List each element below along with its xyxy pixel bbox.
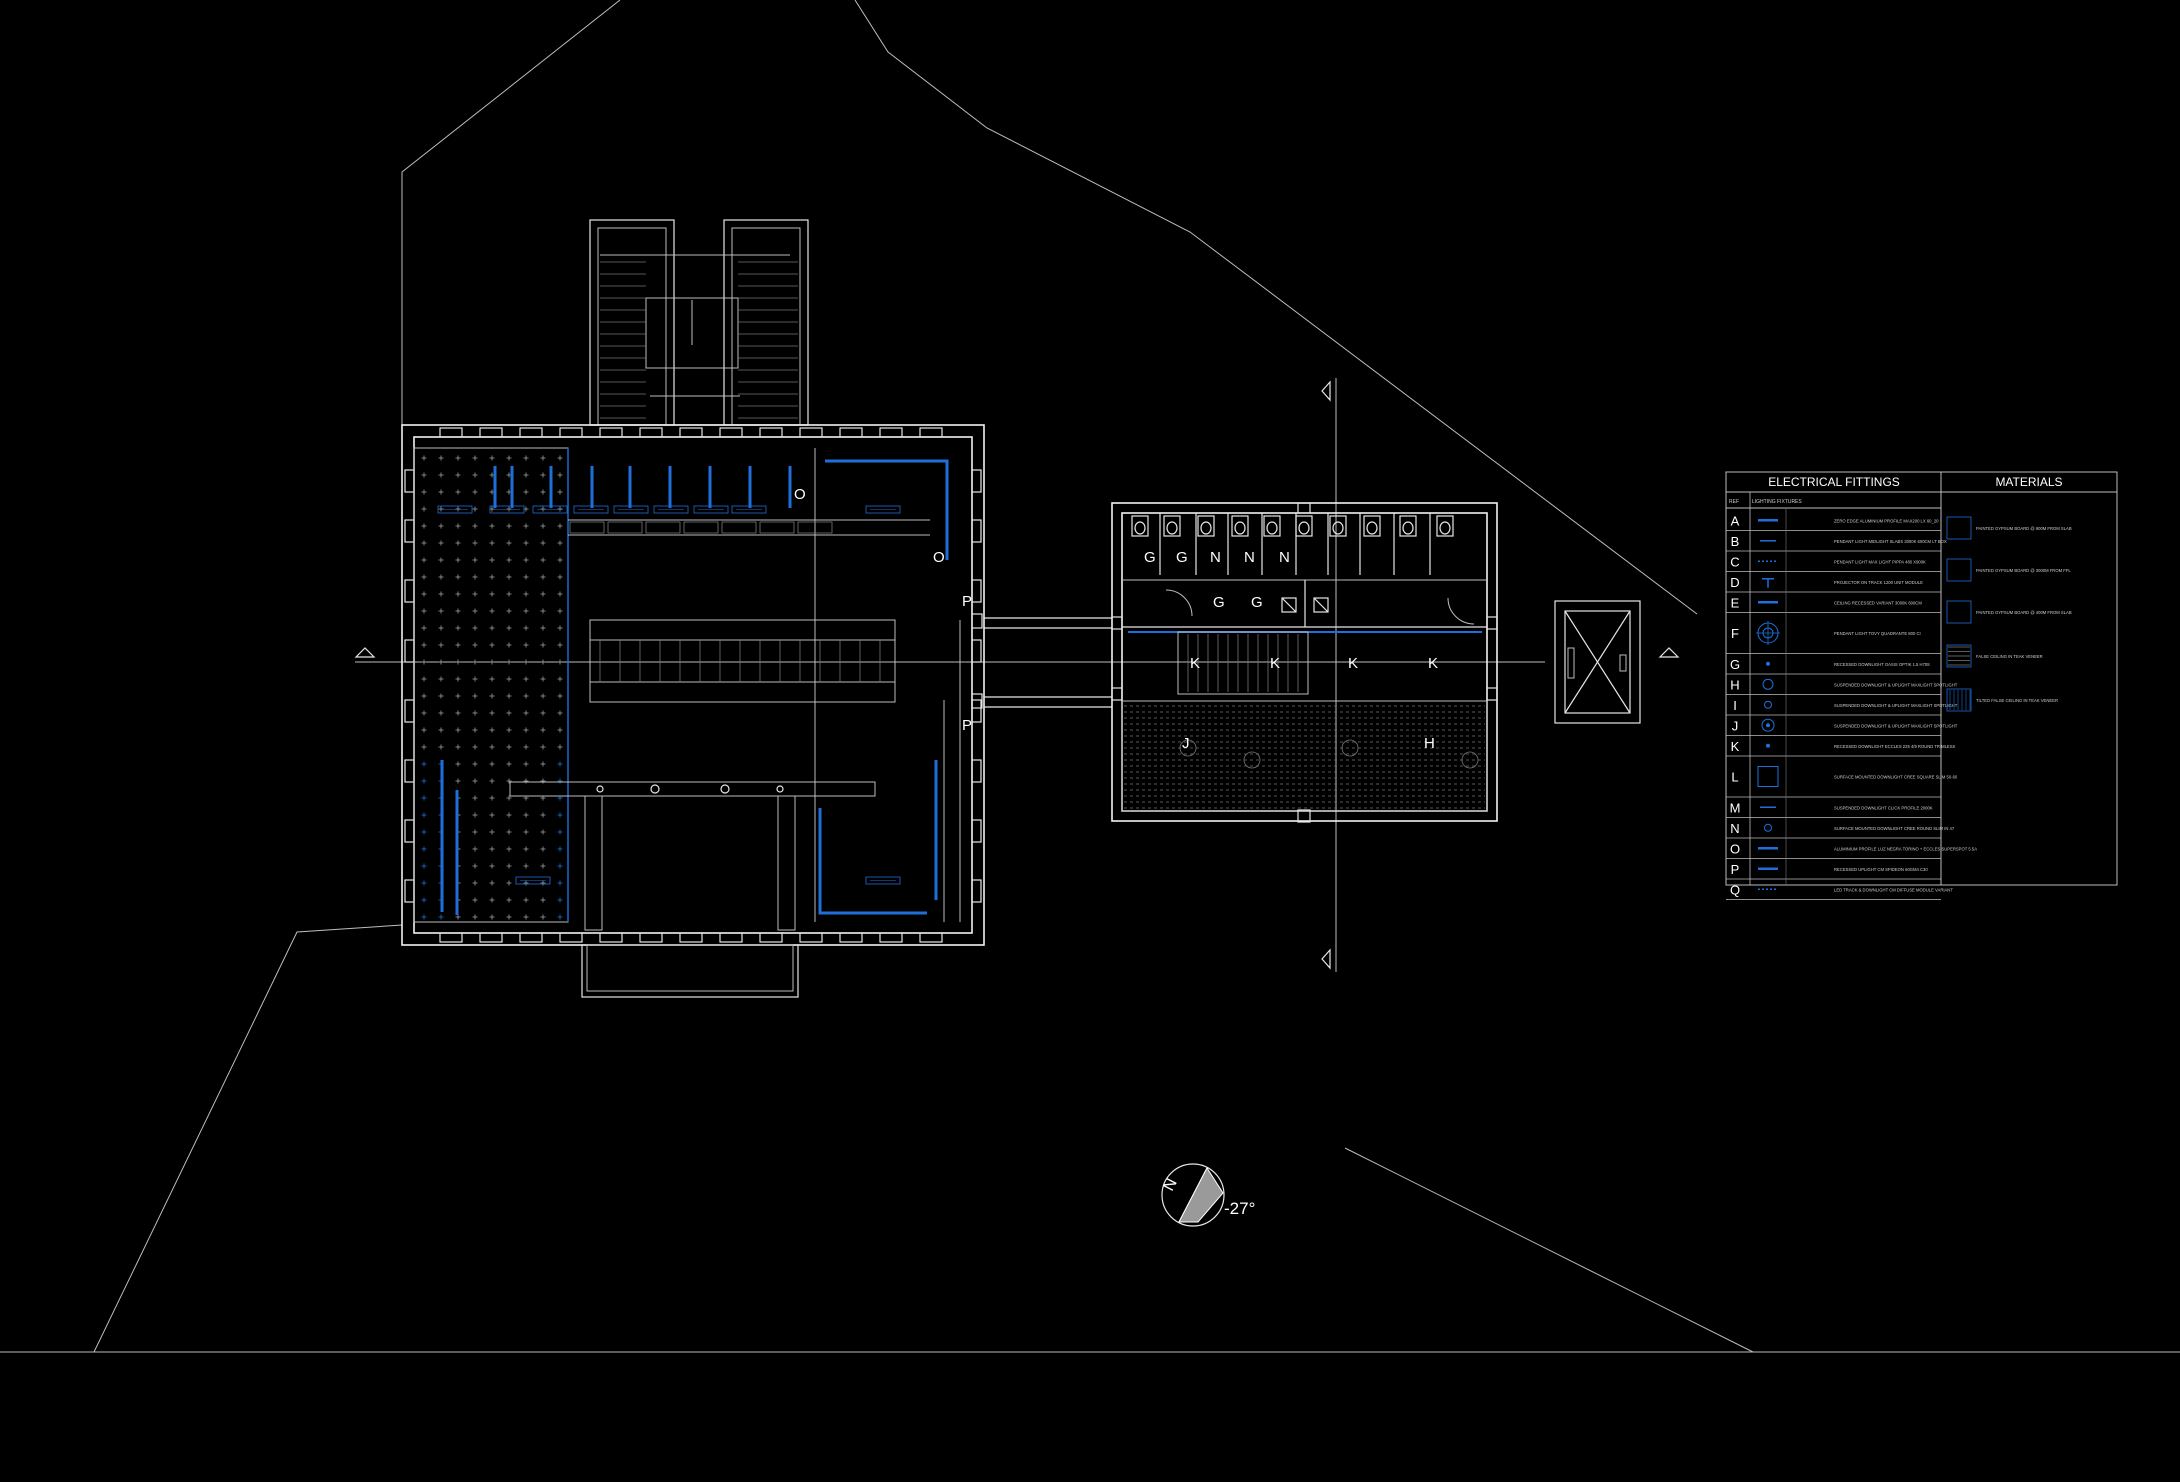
label-k-3: K: [1348, 655, 1358, 672]
north-arrow-circle: [1161, 1163, 1225, 1227]
label-k-1: K: [1190, 655, 1200, 672]
legend-ref-l: L: [1731, 770, 1738, 785]
main-building: [401, 424, 985, 998]
label-o-2: O: [933, 549, 945, 566]
fixture-reference-labels: P P O O G G N N N G G K K K K J H: [794, 486, 1438, 752]
legend-ref-header: REF: [1729, 499, 1739, 505]
label-p-1: P: [962, 593, 972, 610]
legend-symbol-k: [1766, 743, 1770, 748]
legend-desc-i: SUSPENDED DOWNLIGHT & UPLIGHT MAXLIGHT S…: [1834, 703, 1958, 708]
legend-lighting-header: LIGHTING FIXTURES: [1752, 499, 1802, 505]
legend-desc-h: SUSPENDED DOWNLIGHT & UPLIGHT MAXLIGHT S…: [1834, 682, 1958, 687]
label-g-1: G: [1144, 549, 1156, 566]
legend-symbol-n: [1764, 823, 1772, 832]
legend-symbol-j: [1761, 718, 1775, 732]
north-arrow-hatch: [1178, 1167, 1224, 1223]
label-j: J: [1182, 735, 1190, 752]
material-label-1: PAINTED GYPSUM BOARD @ 900M FROM SLAB: [1976, 526, 2072, 531]
label-n-1: N: [1210, 549, 1221, 566]
legend-desc-q: LED TRACK & DOWNLIGHT CM DIFFUSE MODULE …: [1834, 887, 1953, 892]
legend-ref-c: C: [1730, 554, 1739, 569]
material-label-5: TILTED FALSE CEILING IN TEAK VENEER: [1976, 698, 2058, 703]
legend-ref-a: A: [1731, 513, 1740, 528]
legend-ref-m: M: [1730, 800, 1741, 815]
legend-ref-o: O: [1730, 841, 1740, 856]
legend-electrical-title: ELECTRICAL FITTINGS: [1768, 475, 1900, 489]
legend-desc-p: RECESSED UPLIGHT CM SPIDEON 60GM4 C30: [1834, 867, 1928, 872]
legend-ref-k: K: [1731, 739, 1740, 754]
legend-desc-l: SURFACE MOUNTED DOWNLIGHT CREE SQUARE SL…: [1834, 775, 1958, 780]
bridge-connector: [971, 613, 1112, 709]
toilet-block: [1111, 502, 1498, 823]
legend-desc-n: SURFACE MOUNTED DOWNLIGHT CREE ROUND SLI…: [1834, 826, 1955, 831]
legend-ref-d: D: [1730, 575, 1739, 590]
label-n-3: N: [1279, 549, 1290, 566]
legend-ref-q: Q: [1730, 882, 1740, 897]
legend-ref-g: G: [1730, 657, 1740, 672]
legend-desc-e: CEILING RECESSED VARIANT 3000K 600CM: [1834, 600, 1922, 605]
legend-ref-b: B: [1731, 534, 1740, 549]
legend-desc-a: ZERO EDGE ALUMINIUM PROFILE MAX200 LX 60…: [1834, 518, 1939, 523]
lift-block: [1554, 600, 1641, 724]
legend-symbol-g: [1766, 661, 1770, 666]
legend-desc-f: PENDANT LIGHT TOVY QUADRANTE 800 CI: [1834, 631, 1921, 636]
label-o-1: O: [794, 486, 806, 503]
section-lines: [354, 378, 1680, 972]
material-label-4: FALSE CEILING IN TEAK VENEER: [1976, 654, 2043, 659]
material-swatch-2: [1946, 558, 1972, 582]
legend-ref-f: F: [1731, 626, 1739, 641]
north-arrow: N -27°: [1160, 1163, 1255, 1227]
legend-desc-d: PROJECTOR ON TRACK 1200 UNIT MODULE: [1834, 580, 1923, 585]
material-label-2: PAINTED GYPSUM BOARD @ 3000M FROM FFL: [1976, 568, 2071, 573]
legend-desc-b: PENDANT LIGHT MIDLIGHT SLABS 3000K 600CM…: [1834, 539, 1947, 544]
material-swatch-5: [1946, 688, 1972, 712]
label-p-2: P: [962, 717, 972, 734]
site-boundary: [0, 0, 2180, 1353]
legend-desc-g: RECESSED DOWNLIGHT OASIS OPTIK 1.5 H708: [1834, 662, 1930, 667]
legend-symbol-h: [1762, 678, 1774, 690]
label-k-2: K: [1270, 655, 1280, 672]
legend-ref-e: E: [1731, 595, 1740, 610]
legend-ref-i: I: [1733, 698, 1737, 713]
legend-ref-n: N: [1730, 821, 1739, 836]
stair-block: [589, 219, 809, 426]
legend-desc-k: RECESSED DOWNLIGHT ECCLES 225 4/9 ROUND …: [1834, 744, 1956, 749]
legend-table: ELECTRICAL FITTINGS MATERIALS REF LIGHTI…: [1725, 471, 2118, 900]
label-h: H: [1424, 735, 1435, 752]
label-n-2: N: [1244, 549, 1255, 566]
material-swatch-4: [1946, 644, 1972, 668]
legend-ref-j: J: [1732, 718, 1739, 733]
north-arrow-letter: N: [1160, 1176, 1180, 1194]
legend-desc-c: PENDANT LIGHT MAX LIGHT PIPPA 480 X900K: [1834, 559, 1926, 564]
legend-symbol-i: [1764, 700, 1772, 709]
label-g-3: G: [1213, 594, 1225, 611]
material-swatch-1: [1946, 516, 1972, 540]
label-k-4: K: [1428, 655, 1438, 672]
legend-materials-title: MATERIALS: [1995, 475, 2062, 489]
north-arrow-angle: -27°: [1224, 1199, 1255, 1218]
legend-ref-p: P: [1731, 862, 1740, 877]
material-swatch-3: [1946, 600, 1972, 624]
label-g-4: G: [1251, 594, 1263, 611]
legend-desc-j: SUSPENDED DOWNLIGHT & UPLIGHT MAXLIGHT S…: [1834, 723, 1958, 728]
legend-desc-m: SUSPENDED DOWNLIGHT CLICK PROFILE 2000K: [1834, 805, 1933, 810]
legend-symbol-l: [1757, 766, 1779, 787]
legend-ref-h: H: [1730, 677, 1739, 692]
label-g-2: G: [1176, 549, 1188, 566]
legend-desc-o: ALUMINIUM PROFILE LUZ NEGRA TORINO + ECC…: [1834, 846, 1977, 851]
material-label-3: PAINTED GYPSUM BOARD @ 400M FROM SLAB: [1976, 610, 2072, 615]
